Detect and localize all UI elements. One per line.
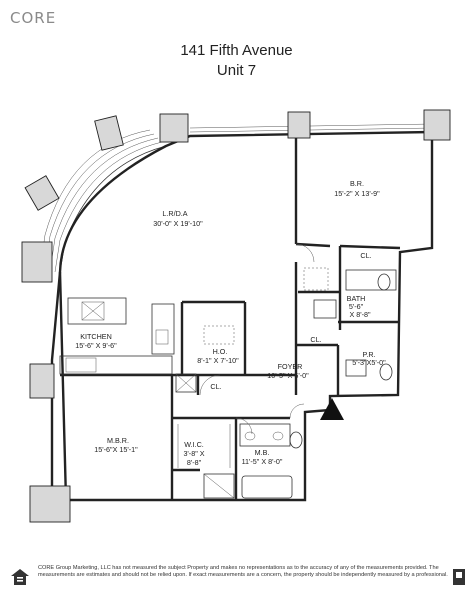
floor-plan: B.R. 15'-2" X 13'-9" L.R/D.A 30'-0" X 19… bbox=[21, 109, 451, 523]
room-mbr-name: M.B.R. bbox=[107, 436, 129, 445]
address-title: 141 Fifth Avenue bbox=[180, 42, 293, 59]
closet-label-2: CL. bbox=[310, 335, 321, 344]
room-wic-name: W.I.C. bbox=[184, 440, 204, 449]
equal-housing-icon bbox=[11, 569, 29, 585]
room-bath-size: 5'-6" bbox=[349, 302, 364, 311]
room-wic-size-2: 8'-8" bbox=[187, 458, 202, 467]
room-ho-size: 8'-1" X 7'-10" bbox=[197, 356, 239, 365]
core-logo: CORE bbox=[10, 9, 57, 27]
room-pr-size: 5'-3"X5'-0" bbox=[352, 358, 386, 367]
room-foyer-name: FOYER bbox=[278, 362, 303, 371]
entry-arrow-icon bbox=[320, 398, 344, 420]
room-mbr-size: 15'-6"X 15'-1" bbox=[94, 445, 138, 454]
room-foyer-size: 10'-5" X 5'-0" bbox=[267, 371, 309, 380]
room-mb-name: M.B. bbox=[255, 448, 270, 457]
room-lrda-name: L.R/D.A bbox=[162, 209, 187, 218]
room-pr-name: P.R. bbox=[362, 350, 375, 359]
closet-shelves bbox=[177, 424, 231, 468]
realtor-icon bbox=[453, 569, 465, 585]
structural-columns bbox=[21, 109, 451, 523]
room-bath-name: BATH bbox=[347, 294, 366, 303]
kitchen-fixtures bbox=[59, 297, 175, 375]
room-ho-name: H.O. bbox=[213, 347, 228, 356]
room-lrda-size: 30'-0" X 19'-10" bbox=[153, 219, 203, 228]
disclaimer-text: CORE Group Marketing, LLC has not measur… bbox=[38, 565, 448, 578]
room-br-name: B.R. bbox=[350, 179, 364, 188]
utility-boxes bbox=[175, 267, 329, 393]
curved-window-band bbox=[39, 129, 167, 273]
desk bbox=[203, 325, 235, 345]
room-bath-size-2: X 8'-8" bbox=[349, 310, 371, 319]
interior-walls bbox=[60, 136, 401, 500]
room-kitchen-size: 15'-6" X 9'-6" bbox=[75, 341, 117, 350]
room-mb-size: 11'-5" X 8'-0" bbox=[242, 457, 283, 466]
door-swings bbox=[199, 243, 315, 435]
room-br-size: 15'-2" X 13'-9" bbox=[334, 189, 380, 198]
closet-label-3: CL. bbox=[210, 382, 221, 391]
unit-title: Unit 7 bbox=[216, 62, 257, 79]
bath-fixtures bbox=[203, 269, 397, 499]
closet-label-1: CL. bbox=[360, 251, 371, 260]
room-wic-size: 3'-8" X bbox=[183, 449, 204, 458]
outer-wall bbox=[58, 130, 434, 502]
room-kitchen-name: KITCHEN bbox=[80, 332, 112, 341]
